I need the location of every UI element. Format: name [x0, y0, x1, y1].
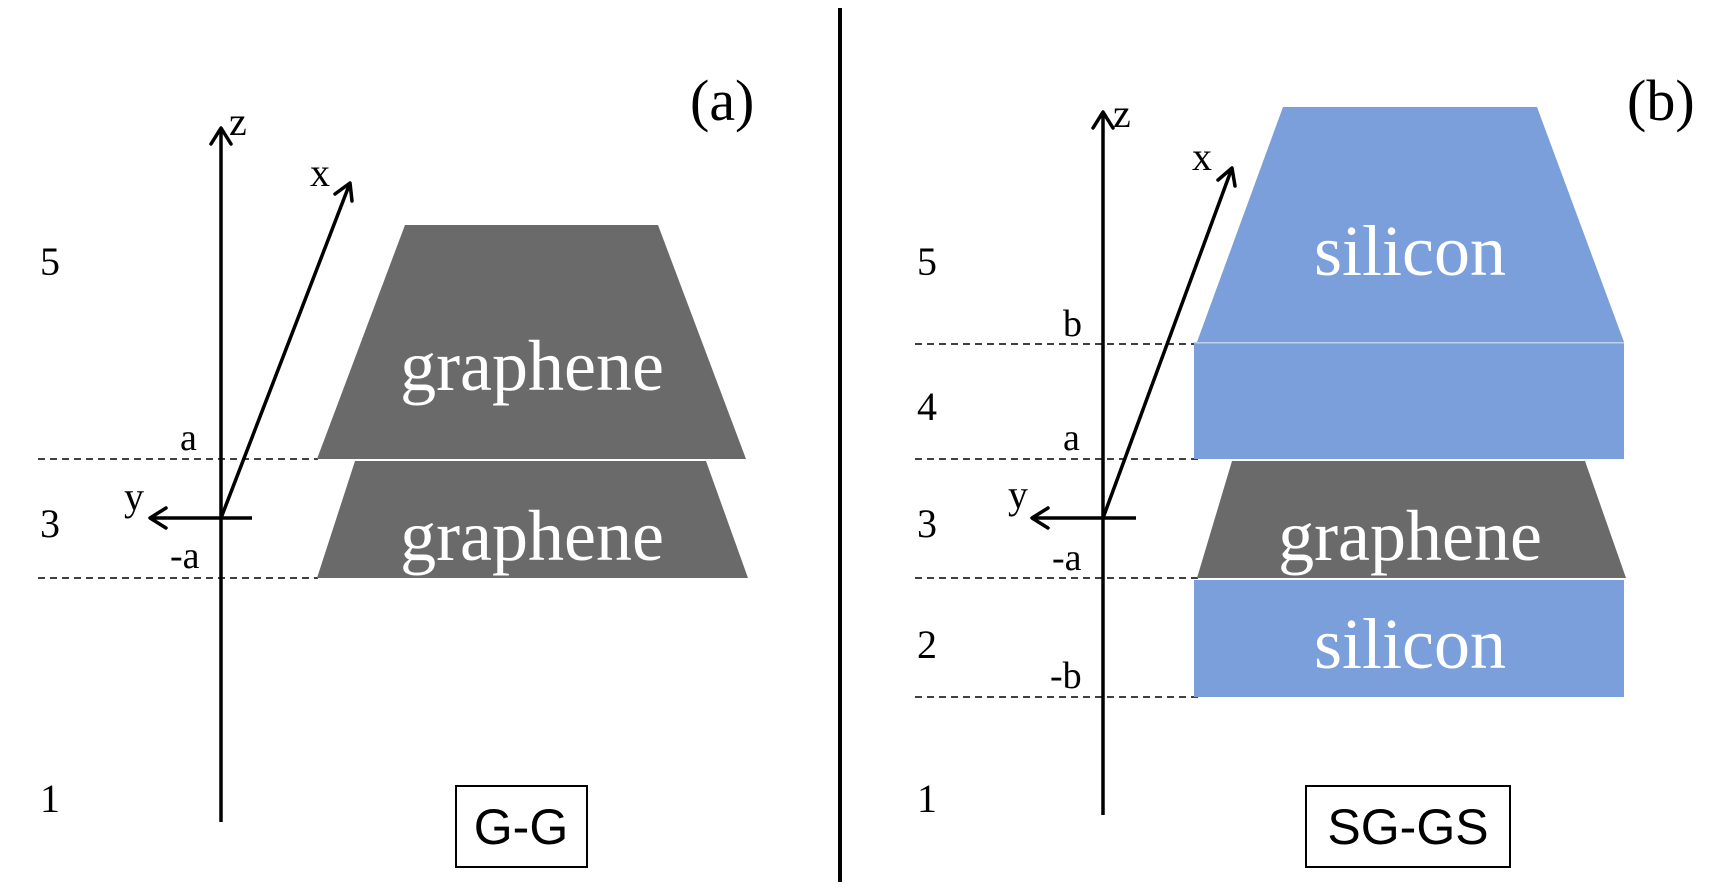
x-axis [219, 182, 352, 519]
boundary-label: a [1063, 417, 1080, 459]
z-axis-arrowhead [1091, 110, 1115, 130]
region-number: 3 [917, 501, 937, 546]
graphene-layer-top [317, 225, 746, 459]
region-number: 5 [917, 239, 937, 284]
material-label: graphene [400, 326, 664, 406]
boundary-label: a [180, 417, 197, 459]
region-number: 3 [40, 501, 60, 546]
z-axis-label: z [1113, 91, 1131, 136]
region-number: 5 [40, 239, 60, 284]
x-axis-arrowhead [1216, 166, 1237, 188]
material-label: graphene [400, 496, 664, 576]
silicon-layer-upper-slab [1194, 343, 1624, 459]
graphene-layer-bottom [317, 461, 748, 578]
graphene-layer [1197, 461, 1626, 578]
boundary-label: b [1063, 303, 1082, 345]
configuration-box [1305, 785, 1511, 868]
z-axis-label: z [229, 99, 247, 144]
panel-a: (a) graphene graphene z x y 5 3 1 a -a G… [38, 68, 754, 868]
configuration-label: SG-GS [1327, 799, 1488, 855]
material-label: silicon [1314, 604, 1506, 684]
silicon-layer-bottom [1194, 580, 1624, 697]
silicon-layer-top [1197, 107, 1624, 342]
region-number: 1 [40, 776, 60, 821]
y-axis-label: y [1008, 472, 1028, 517]
panel-b: (b) silicon graphene silicon z x y 5 4 3… [915, 68, 1695, 868]
panel-a-label: (a) [690, 68, 754, 133]
panel-b-label: (b) [1627, 68, 1695, 133]
z-axis-arrowhead [209, 126, 233, 146]
region-number: 2 [917, 622, 937, 667]
configuration-label: G-G [474, 799, 568, 855]
material-label: graphene [1278, 496, 1542, 576]
x-axis-arrowhead [333, 181, 354, 203]
x-axis [1101, 167, 1234, 519]
region-number: 4 [917, 384, 937, 429]
configuration-box [455, 785, 588, 868]
region-number: 1 [917, 776, 937, 821]
material-label: silicon [1314, 211, 1506, 291]
x-axis-label: x [310, 150, 330, 195]
boundary-label: -a [170, 535, 200, 577]
y-axis-arrowhead [148, 506, 168, 530]
y-axis-arrowhead [1030, 506, 1050, 530]
y-axis-label: y [124, 474, 144, 519]
boundary-label: -a [1052, 537, 1082, 579]
boundary-label: -b [1050, 655, 1082, 697]
x-axis-label: x [1192, 134, 1212, 179]
